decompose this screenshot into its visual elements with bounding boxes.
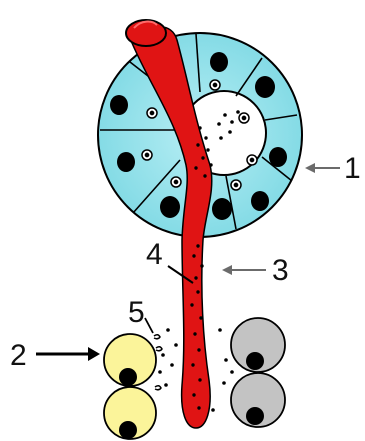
label-3: 3 xyxy=(272,254,289,287)
vessel-opening xyxy=(126,20,166,46)
nucleus xyxy=(119,421,137,439)
label-1: 1 xyxy=(344,152,361,185)
nucleus xyxy=(246,352,264,370)
label-2: 2 xyxy=(10,339,27,372)
nucleus xyxy=(246,407,264,425)
nucleus xyxy=(251,191,269,211)
arrowhead-2 xyxy=(88,347,100,361)
nucleus xyxy=(212,198,232,220)
gray-cells xyxy=(231,318,285,427)
leader-5 xyxy=(145,318,153,333)
arrowhead-1 xyxy=(305,163,315,173)
nucleus xyxy=(269,147,287,167)
nucleus xyxy=(119,368,137,386)
arrowhead-3 xyxy=(222,265,232,275)
nucleus xyxy=(110,95,128,115)
nucleus xyxy=(160,196,180,218)
label-4: 4 xyxy=(146,238,163,271)
label-5: 5 xyxy=(128,296,145,329)
nucleus xyxy=(210,52,228,72)
nucleus xyxy=(117,152,135,172)
nucleus xyxy=(255,76,275,98)
yellow-cells xyxy=(104,334,162,439)
